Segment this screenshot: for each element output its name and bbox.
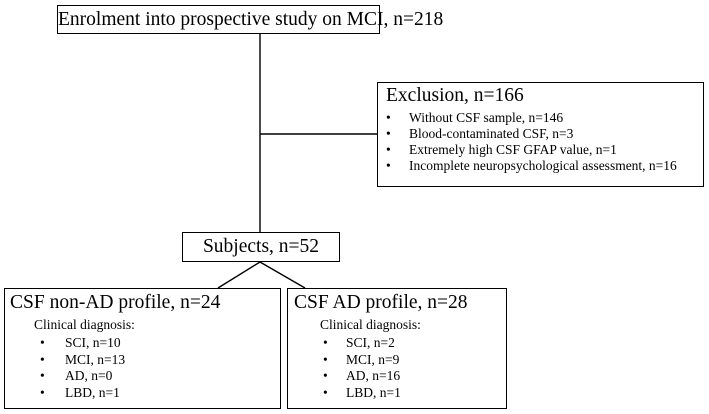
enrolment-label: Enrolment into prospective study on MCI,…	[58, 9, 444, 30]
bullet-icon: •	[40, 335, 45, 350]
bullet-icon: •	[40, 384, 45, 400]
exclusion-item: •Extremely high CSF GFAP value, n=1	[386, 142, 617, 157]
bullet-icon: •	[386, 110, 391, 125]
diagnosis-item: •AD, n=16	[323, 368, 401, 383]
exclusion-item: •Blood-contaminated CSF, n=3	[386, 126, 574, 141]
diagnosis-item: •SCI, n=2	[323, 335, 395, 350]
exclusion-list: •Without CSF sample, n=146 •Blood-contam…	[386, 110, 703, 174]
exclusion-item: •Incomplete neuropsychological assessmen…	[386, 158, 677, 173]
diagnosis-item: •LBD, n=1	[40, 384, 120, 400]
exclusion-box: Exclusion, n=166 •Without CSF sample, n=…	[377, 82, 704, 187]
non-ad-diagnosis-list: •SCI, n=10 •MCI, n=13 •AD, n=0 •LBD, n=1	[10, 335, 280, 401]
subjects-label: Subjects, n=52	[202, 236, 320, 257]
diagnosis-item: •SCI, n=10	[40, 335, 121, 350]
connector-subjects-to-non-ad	[217, 261, 261, 289]
bullet-icon: •	[323, 335, 328, 350]
non-ad-subtitle: Clinical diagnosis:	[34, 317, 135, 332]
ad-subtitle: Clinical diagnosis:	[320, 317, 421, 332]
ad-profile-box: CSF AD profile, n=28 Clinical diagnosis:…	[287, 288, 507, 409]
ad-title: CSF AD profile, n=28	[294, 292, 468, 313]
connector-subjects-to-ad	[259, 261, 306, 289]
non-ad-title: CSF non-AD profile, n=24	[10, 292, 221, 313]
diagnosis-item: •MCI, n=9	[323, 351, 400, 367]
diagnosis-item: •AD, n=0	[40, 368, 113, 383]
enrolment-box: Enrolment into prospective study on MCI,…	[57, 5, 443, 34]
subjects-box: Subjects, n=52	[182, 232, 340, 262]
bullet-icon: •	[323, 384, 328, 400]
bullet-icon: •	[386, 142, 391, 157]
diagnosis-item: •MCI, n=13	[40, 351, 126, 367]
diagnosis-item: •LBD, n=1	[323, 384, 401, 400]
bullet-icon: •	[40, 368, 45, 383]
non-ad-profile-box: CSF non-AD profile, n=24 Clinical diagno…	[4, 288, 281, 409]
bullet-icon: •	[323, 368, 328, 383]
bullet-icon: •	[386, 126, 391, 141]
ad-diagnosis-list: •SCI, n=2 •MCI, n=9 •AD, n=16 •LBD, n=1	[294, 335, 506, 401]
bullet-icon: •	[40, 351, 45, 367]
bullet-icon: •	[386, 158, 391, 173]
bullet-icon: •	[323, 351, 328, 367]
exclusion-item: •Without CSF sample, n=146	[386, 110, 564, 125]
exclusion-title: Exclusion, n=166	[386, 85, 524, 106]
